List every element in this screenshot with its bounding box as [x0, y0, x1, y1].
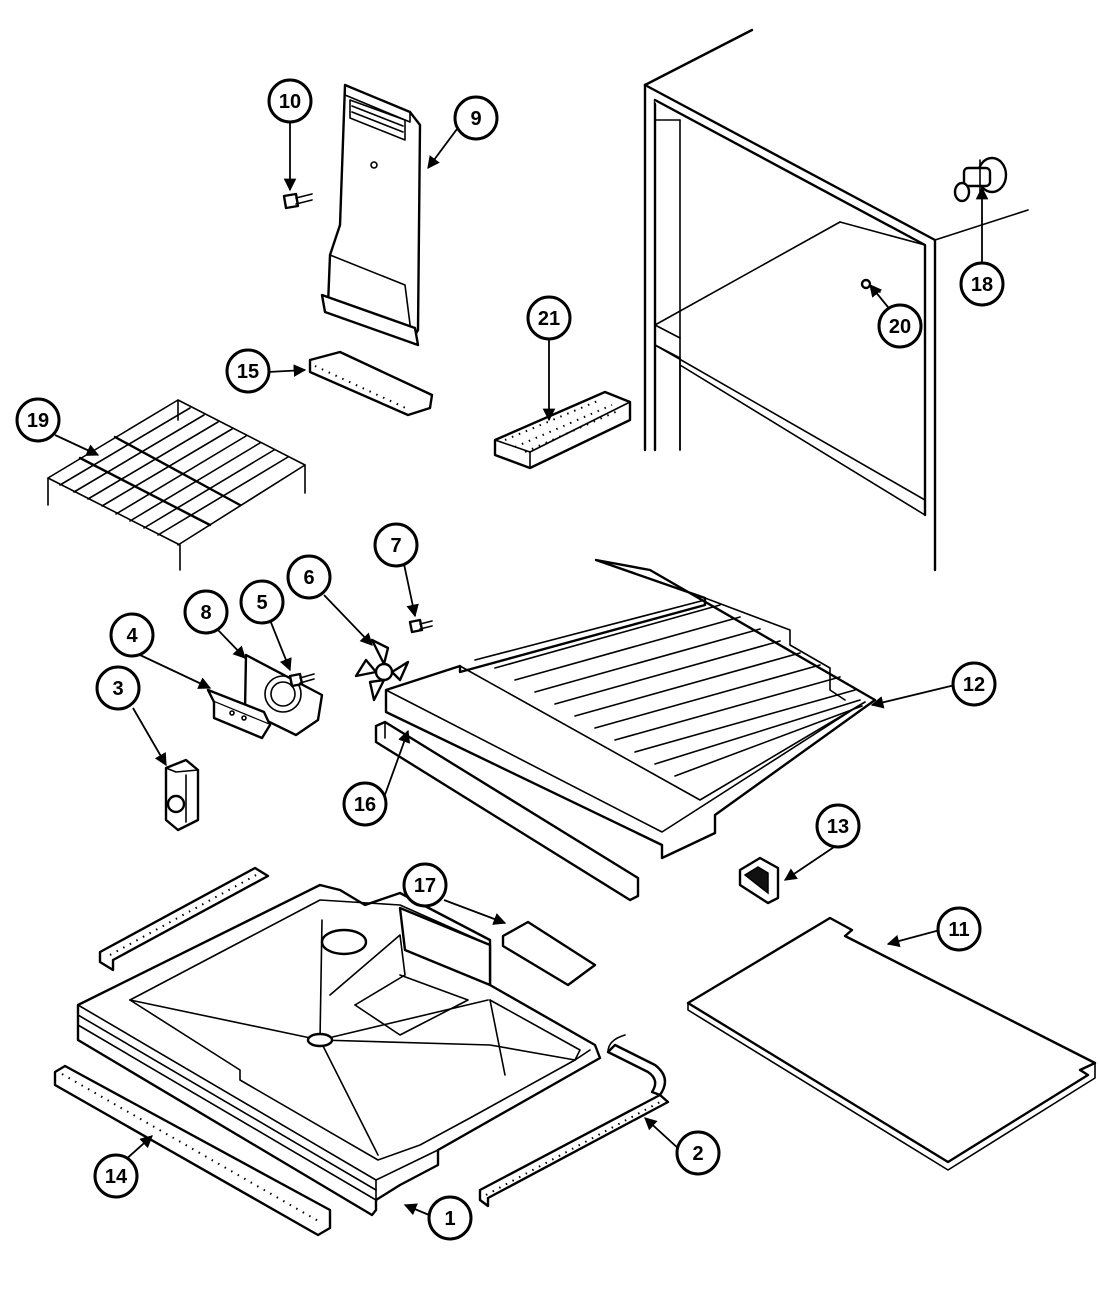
callout-11-label: 11: [948, 919, 969, 941]
part-10-screw: [282, 192, 313, 210]
side-rail-left: [98, 866, 270, 972]
callout-4: 4: [109, 612, 155, 658]
callout-7: 7: [373, 522, 419, 568]
callout-21-label: 21: [538, 308, 560, 330]
callout-17: 17: [402, 862, 448, 908]
part-17-cover: [501, 920, 597, 987]
part-3-fan-motor: [164, 758, 200, 832]
cabinet-frame: [643, 28, 1029, 572]
callout-20: 20: [877, 303, 923, 349]
part-13-shelf-bracket: [738, 856, 780, 905]
callout-9-label: 9: [470, 108, 481, 130]
callout-18-label: 18: [971, 274, 993, 296]
part-18-shelf-support: [953, 156, 1008, 203]
part-15-gasket: [308, 350, 434, 417]
callout-9: 9: [453, 95, 499, 141]
part-7-screw: [408, 618, 433, 634]
part-14-front-rail: [53, 1064, 332, 1237]
callout-8-label: 8: [200, 602, 211, 624]
part-12-freezer-shelf: [384, 558, 877, 860]
part-19-wire-shelf: [47, 399, 306, 571]
callout-13: 13: [815, 803, 861, 849]
leader-lines: [54, 118, 989, 1218]
callout-10: 10: [267, 78, 313, 124]
callout-20-label: 20: [889, 316, 911, 338]
callout-4-label: 4: [126, 625, 138, 647]
callout-17-label: 17: [414, 875, 436, 897]
callout-1-label: 1: [444, 1208, 455, 1230]
callout-6-label: 6: [303, 567, 314, 589]
callout-7-label: 7: [390, 535, 401, 557]
callout-2-label: 2: [692, 1143, 703, 1165]
callout-19: 19: [15, 397, 61, 443]
part-21-ice-tray: [493, 390, 632, 470]
callout-19-label: 19: [27, 410, 49, 432]
part-16-shelf-trim: [374, 720, 640, 902]
part-4-bracket: [206, 688, 272, 740]
callout-2: 2: [675, 1130, 721, 1176]
callout-10-label: 10: [279, 91, 301, 113]
callout-12-label: 12: [963, 674, 985, 696]
callout-15: 15: [225, 348, 271, 394]
part-2-rail: [478, 1034, 670, 1208]
part-5-screw: [288, 672, 315, 688]
callout-8: 8: [183, 589, 229, 635]
part-1-base-pan: [76, 883, 602, 1217]
part-11-panel: [686, 916, 1097, 1171]
part-9-duct-cover: [320, 83, 422, 347]
callout-16: 16: [342, 781, 388, 827]
callout-14: 14: [93, 1153, 139, 1199]
callout-16-label: 16: [354, 794, 376, 816]
callout-18: 18: [959, 261, 1005, 307]
callout-1: 1: [427, 1195, 473, 1241]
callout-14-label: 14: [105, 1166, 128, 1188]
callout-12: 12: [951, 661, 997, 707]
callout-3: 3: [95, 665, 141, 711]
callout-3-label: 3: [112, 678, 123, 700]
callout-5: 5: [239, 579, 285, 625]
part-6-fan-blade: [354, 638, 410, 702]
callout-11: 11: [936, 906, 982, 952]
callout-5-label: 5: [256, 592, 267, 614]
callout-6: 6: [286, 554, 332, 600]
callout-21: 21: [526, 295, 572, 341]
callout-13-label: 13: [827, 816, 849, 838]
callout-15-label: 15: [237, 361, 259, 383]
